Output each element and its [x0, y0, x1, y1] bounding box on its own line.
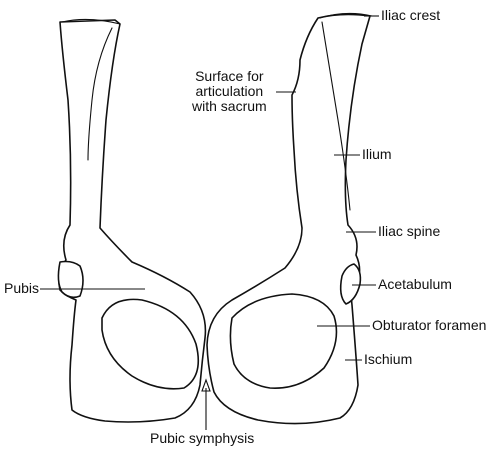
- left-ilium-ridge: [87, 27, 113, 161]
- right-obturator-foramen: [229, 293, 338, 389]
- label-pubic-symphysis: Pubic symphysis: [150, 430, 255, 446]
- label-ischium: Ischium: [364, 351, 413, 367]
- right-crest-edge: [319, 12, 373, 19]
- left-acetabulum: [57, 260, 84, 299]
- label-iliac-spine: Iliac spine: [378, 223, 441, 239]
- right-acetabulum: [339, 263, 362, 305]
- label-iliac-crest: Iliac crest: [381, 7, 441, 23]
- label-pubis: Pubis: [4, 280, 40, 296]
- pubic-symphysis-arrowhead: [201, 378, 211, 392]
- left-crest-edge: [61, 18, 121, 25]
- left-obturator-foramen: [101, 298, 200, 390]
- label-obturator-foramen: Obturator foramen: [372, 317, 487, 333]
- label-acetabulum: Acetabulum: [378, 276, 452, 292]
- label-surface-articulation: Surface for articulation with sacrum: [192, 68, 267, 114]
- right-ilium-ridge: [321, 21, 351, 211]
- label-ilium: Ilium: [362, 146, 392, 162]
